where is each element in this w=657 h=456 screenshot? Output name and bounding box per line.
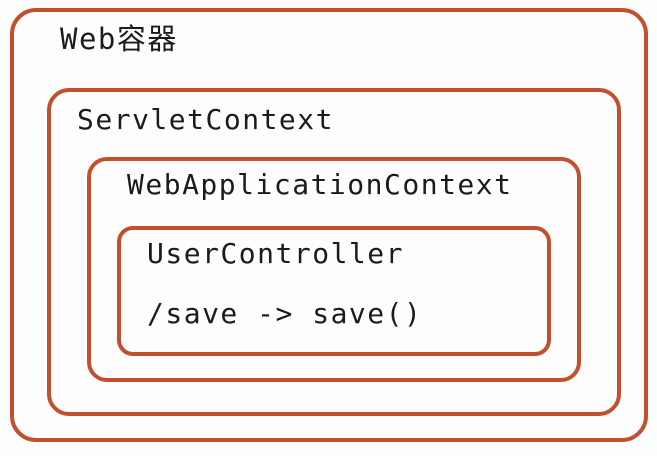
servlet-context-box: ServletContext WebApplicationContext Use… — [47, 88, 621, 416]
user-controller-label: UserController — [147, 237, 405, 270]
web-application-context-label: WebApplicationContext — [127, 168, 513, 201]
user-controller-box: UserController /save -> save() — [117, 226, 551, 356]
web-application-context-box: WebApplicationContext UserController /sa… — [87, 157, 581, 382]
web-container-label: Web容器 — [60, 22, 178, 56]
servlet-context-label: ServletContext — [77, 103, 335, 136]
web-container-box: Web容器 ServletContext WebApplicationConte… — [10, 8, 648, 442]
user-controller-mapping-label: /save -> save() — [147, 297, 423, 330]
